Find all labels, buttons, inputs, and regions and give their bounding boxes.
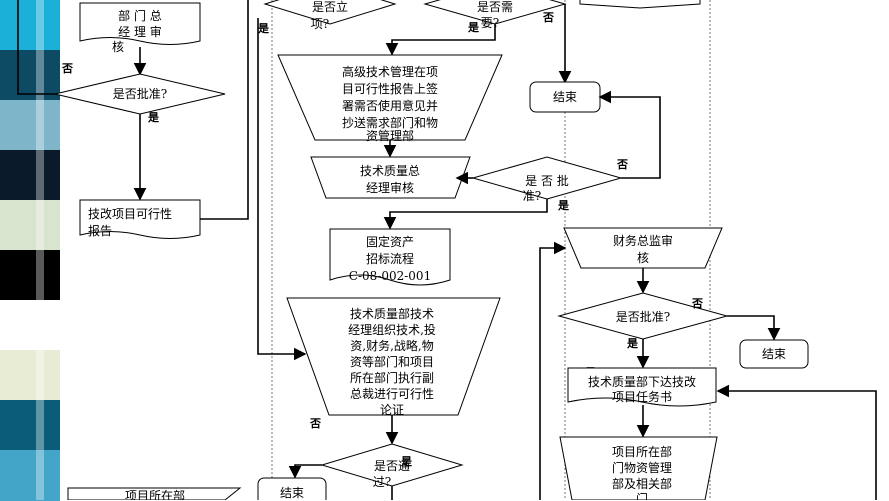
tech-quality-gm-text-2: 经理审核 <box>366 180 414 195</box>
yes-label: 是 <box>257 22 270 35</box>
dept-gm-review-text-3: 核 <box>112 40 124 54</box>
tech-quality-org-text-6: 总裁进行可行性 <box>350 387 434 401</box>
project-dept-text-3: 部及相关部 <box>612 476 672 491</box>
no-label: 否 <box>616 158 628 171</box>
stripe-segment <box>0 250 60 301</box>
stripe-segment <box>0 0 60 51</box>
stripe-segment <box>0 450 60 501</box>
finance-cfo-text-2: 核 <box>637 251 649 265</box>
yes-label: 是 <box>400 455 413 468</box>
whether-pass-text-1: 是否通 <box>374 459 410 473</box>
revise-report-text-1: 技改项目可行性 <box>88 207 172 221</box>
senior-tech-mgmt-text-3: 署需否使用意见并 <box>342 98 438 113</box>
whether-pass-text-2: 过? <box>373 475 391 489</box>
connector <box>257 18 307 361</box>
tech-quality-gm-node: 技术质量总 经理审核 <box>310 156 471 199</box>
stripe-segment <box>0 200 60 251</box>
dept-gm-review-text-1: 部 门 总 <box>118 8 162 23</box>
issue-task-node: 技术质量部下达技改 项目任务书 <box>567 367 717 407</box>
stripe-segment <box>0 50 60 101</box>
connector <box>716 384 877 500</box>
project-dept-left-text: 项目所在部 <box>125 488 185 500</box>
approve-decision-3-text: 是否批准? <box>616 309 670 324</box>
yes-label: 是 <box>626 337 639 350</box>
tech-quality-org-text-5: 所在部门执行副 <box>350 370 434 385</box>
no-label: 否 <box>542 11 554 24</box>
fixed-asset-bidding-node: 固定资产 招标流程 C-08-002-001 <box>329 228 451 286</box>
stripe-segment <box>0 100 60 151</box>
stripe-segment <box>0 150 60 201</box>
senior-tech-mgmt-text-1: 高级技术管理在项 <box>342 64 438 79</box>
no-label: 否 <box>61 62 73 75</box>
yes-label: 是 <box>467 21 480 34</box>
whether-need-text-2: 要? <box>481 16 499 30</box>
senior-tech-mgmt-text-2: 目可行性报告上签 <box>342 81 438 96</box>
project-dept-node: 项目所在部 门物资管理 部及相关部 门 <box>559 436 718 500</box>
revise-report-node: 技改项目可行性 报告 <box>79 199 201 239</box>
project-dept-text-2: 门物资管理 <box>612 460 672 475</box>
fixed-asset-text-3: C-08-002-001 <box>349 269 431 283</box>
tech-quality-org-text-7: 论证 <box>380 403 404 417</box>
issue-task-text-1: 技术质量部下达技改 <box>588 374 696 389</box>
tech-quality-org-text-1: 技术质量部技术 <box>350 306 434 321</box>
connector <box>288 464 322 479</box>
approve-decision-2: 是 否 批 准? <box>471 156 623 203</box>
revise-report-text-2: 报告 <box>88 223 112 238</box>
tech-quality-org-text-3: 资,财务,战略,物 <box>350 338 433 353</box>
project-dept-text-1: 项目所在部 <box>612 444 672 459</box>
connector <box>539 241 567 500</box>
whether-project-text-2: 项? <box>311 17 329 31</box>
approve-decision-2-text-1: 是 否 批 <box>525 173 569 188</box>
fixed-asset-text-2: 招标流程 <box>366 251 414 266</box>
stripe-segment <box>0 400 60 451</box>
stripe-segment <box>0 350 60 401</box>
dept-gm-review-node: 部 门 总 经 理 审 核 <box>79 2 201 54</box>
approve-decision-1: 是否批准? <box>54 73 226 115</box>
tech-quality-org-text-2: 经理组织技术,投 <box>348 322 436 337</box>
yes-label: 是 <box>147 111 160 124</box>
end-node-3: 结束 <box>257 477 327 500</box>
end-3-text: 结束 <box>280 486 304 500</box>
dept-gm-review-text-2: 经 理 审 <box>118 24 162 39</box>
tech-quality-org-node: 技术质量部技术 经理组织技术,投 资,财务,战略,物 资等部门和项目 所在部门执… <box>286 297 501 417</box>
end-1-text: 结束 <box>553 90 577 104</box>
connector <box>385 24 496 56</box>
senior-tech-mgmt-text-5: 资管理部 <box>366 128 414 143</box>
stripe-segment <box>0 300 60 351</box>
no-label: 否 <box>691 297 703 310</box>
senior-tech-mgmt-text-4: 抄送需求部门和物 <box>342 115 438 130</box>
whether-pass-decision: 是否通 过? <box>320 443 464 489</box>
connector <box>200 0 249 220</box>
project-dept-left-node: 项目所在部 <box>67 487 242 500</box>
end-node-2: 结束 <box>739 339 809 369</box>
connector <box>727 315 781 341</box>
finance-cfo-review-node: 财务总监审 核 <box>563 227 723 269</box>
decorative-stripe <box>0 0 60 501</box>
connector <box>598 90 661 179</box>
approve-decision-1-text: 是否批准? <box>113 86 167 101</box>
end-2-text: 结束 <box>762 347 786 361</box>
whether-need-text-1: 是否需 <box>477 0 513 14</box>
connector <box>383 199 548 230</box>
stripe-highlight <box>36 0 44 500</box>
finance-cfo-text-1: 财务总监审 <box>613 233 673 248</box>
approve-decision-2-text-2: 准? <box>523 189 541 203</box>
end-node-1: 结束 <box>529 81 601 113</box>
fixed-asset-text-1: 固定资产 <box>366 234 414 249</box>
connector <box>17 0 55 95</box>
senior-tech-mgmt-node: 高级技术管理在项 目可行性报告上签 署需否使用意见并 抄送需求部门和物 资管理部 <box>277 54 503 143</box>
tech-quality-org-text-4: 资等部门和项目 <box>350 354 434 369</box>
issue-task-text-2: 项目任务书 <box>612 389 672 404</box>
no-label: 否 <box>309 417 321 430</box>
project-dept-text-4: 门 <box>636 491 648 500</box>
yes-label: 是 <box>557 199 570 212</box>
end-node-top <box>579 0 701 9</box>
whether-project-text-1: 是否立 <box>312 0 348 14</box>
tech-quality-gm-text-1: 技术质量总 <box>360 164 420 178</box>
whether-project-decision: 是否立 项? <box>263 0 397 31</box>
